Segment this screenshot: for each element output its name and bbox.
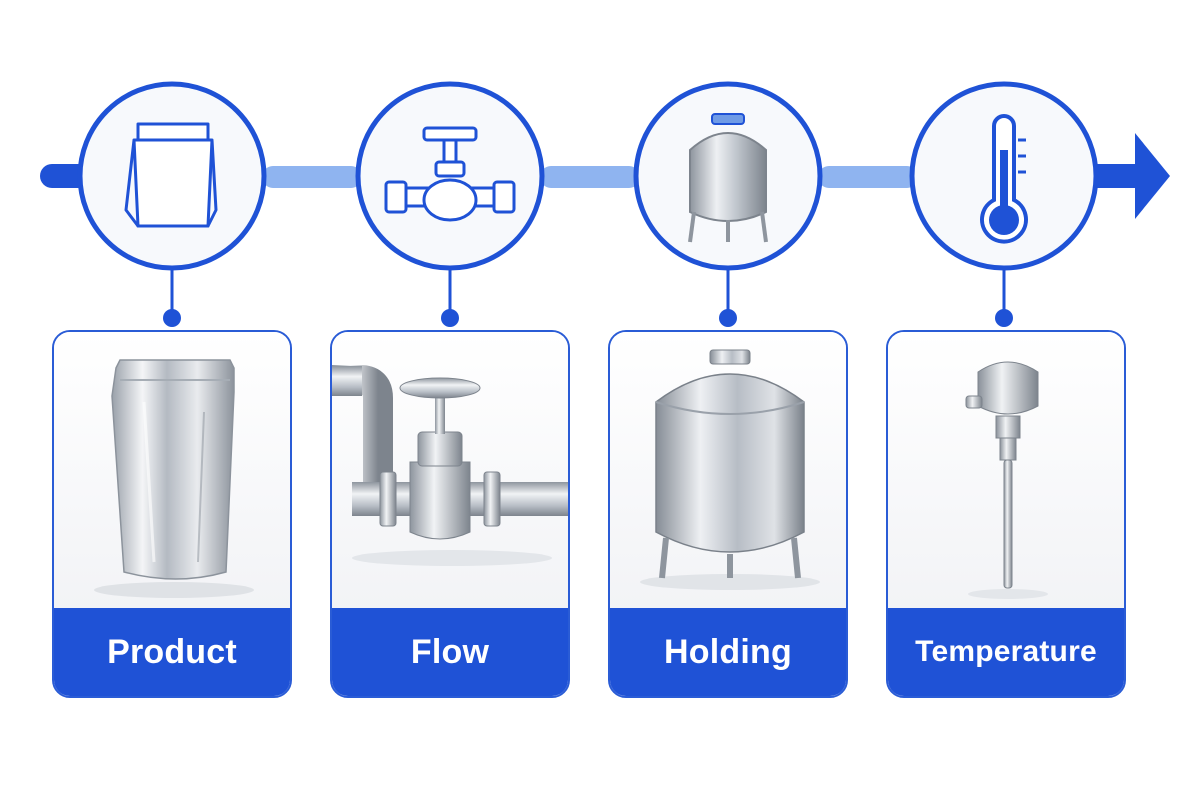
step-circle-temperature [909,81,1099,327]
valve-icon [384,126,516,222]
connector-2-3 [540,166,640,188]
thermometer-icon [980,114,1028,244]
tank-icon [688,113,768,243]
connector-3-4 [818,166,918,188]
step-label-temperature: Temperature [888,608,1124,696]
foil-bag-photo [54,332,290,612]
step-card-holding: Holding [608,330,848,698]
step-card-product: Product [52,330,292,698]
step-circle-holding [633,81,823,327]
steel-tank-photo [610,332,846,612]
step-label-product: Product [54,608,290,696]
step-card-temperature: Temperature [886,330,1126,698]
bag-icon [124,122,218,228]
pipe-valve-photo [332,332,568,612]
step-label-flow: Flow [332,608,568,696]
connector-1-2 [262,166,362,188]
step-card-flow: Flow [330,330,570,698]
timeline-arrow-icon [1135,133,1170,219]
temperature-probe-photo [888,332,1124,612]
step-circle-flow [355,81,545,327]
timeline [40,81,1170,327]
step-label-holding: Holding [610,608,846,696]
step-circle-product [77,81,267,327]
